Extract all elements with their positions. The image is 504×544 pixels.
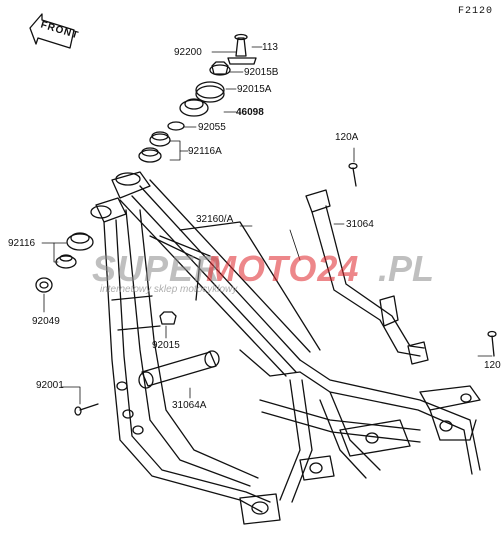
label-31064a: 31064A [172, 400, 207, 411]
label-92200: 92200 [174, 47, 202, 58]
label-92015: 92015 [152, 340, 180, 351]
crossmember-31064a [138, 350, 220, 389]
label-92055: 92055 [198, 122, 226, 133]
watermark-tagline: internetowy sklep motocyklowy [100, 284, 238, 295]
label-32160a: 32160/A [196, 214, 234, 225]
watermark-brand-domain: .PL [378, 248, 435, 289]
label-92015a: 92015A [237, 84, 272, 95]
label-120: 120 [484, 360, 501, 371]
label-92049: 92049 [32, 316, 60, 327]
leader-lines [41, 46, 493, 405]
label-92116a: 92116A [188, 146, 222, 157]
watermark-brand-red: MOTO24 [206, 248, 360, 289]
bolt-92001 [74, 403, 99, 416]
bolt-120a [348, 162, 358, 187]
diagram-code: F2120 [458, 6, 494, 17]
subframe-31064 [305, 189, 429, 365]
watermark: SUPER MOTO24 .PL internetowy sklep motoc… [92, 248, 442, 298]
label-46098: 46098 [236, 107, 264, 118]
label-120a: 120A [335, 132, 359, 143]
front-arrow-badge [29, 13, 75, 49]
label-92116: 92116 [8, 238, 36, 249]
bolt-120 [487, 330, 497, 357]
label-113: 113 [262, 42, 278, 53]
main-frame-32160 [90, 171, 481, 525]
label-92001: 92001 [36, 380, 64, 391]
watermark-brand-grey: SUPER [92, 248, 222, 289]
nut-92015 [159, 311, 177, 325]
label-92015b: 92015B [244, 67, 279, 78]
lower-steering-bearings [35, 232, 94, 293]
label-31064: 31064 [346, 219, 374, 230]
steering-stem-hardware [138, 33, 257, 163]
